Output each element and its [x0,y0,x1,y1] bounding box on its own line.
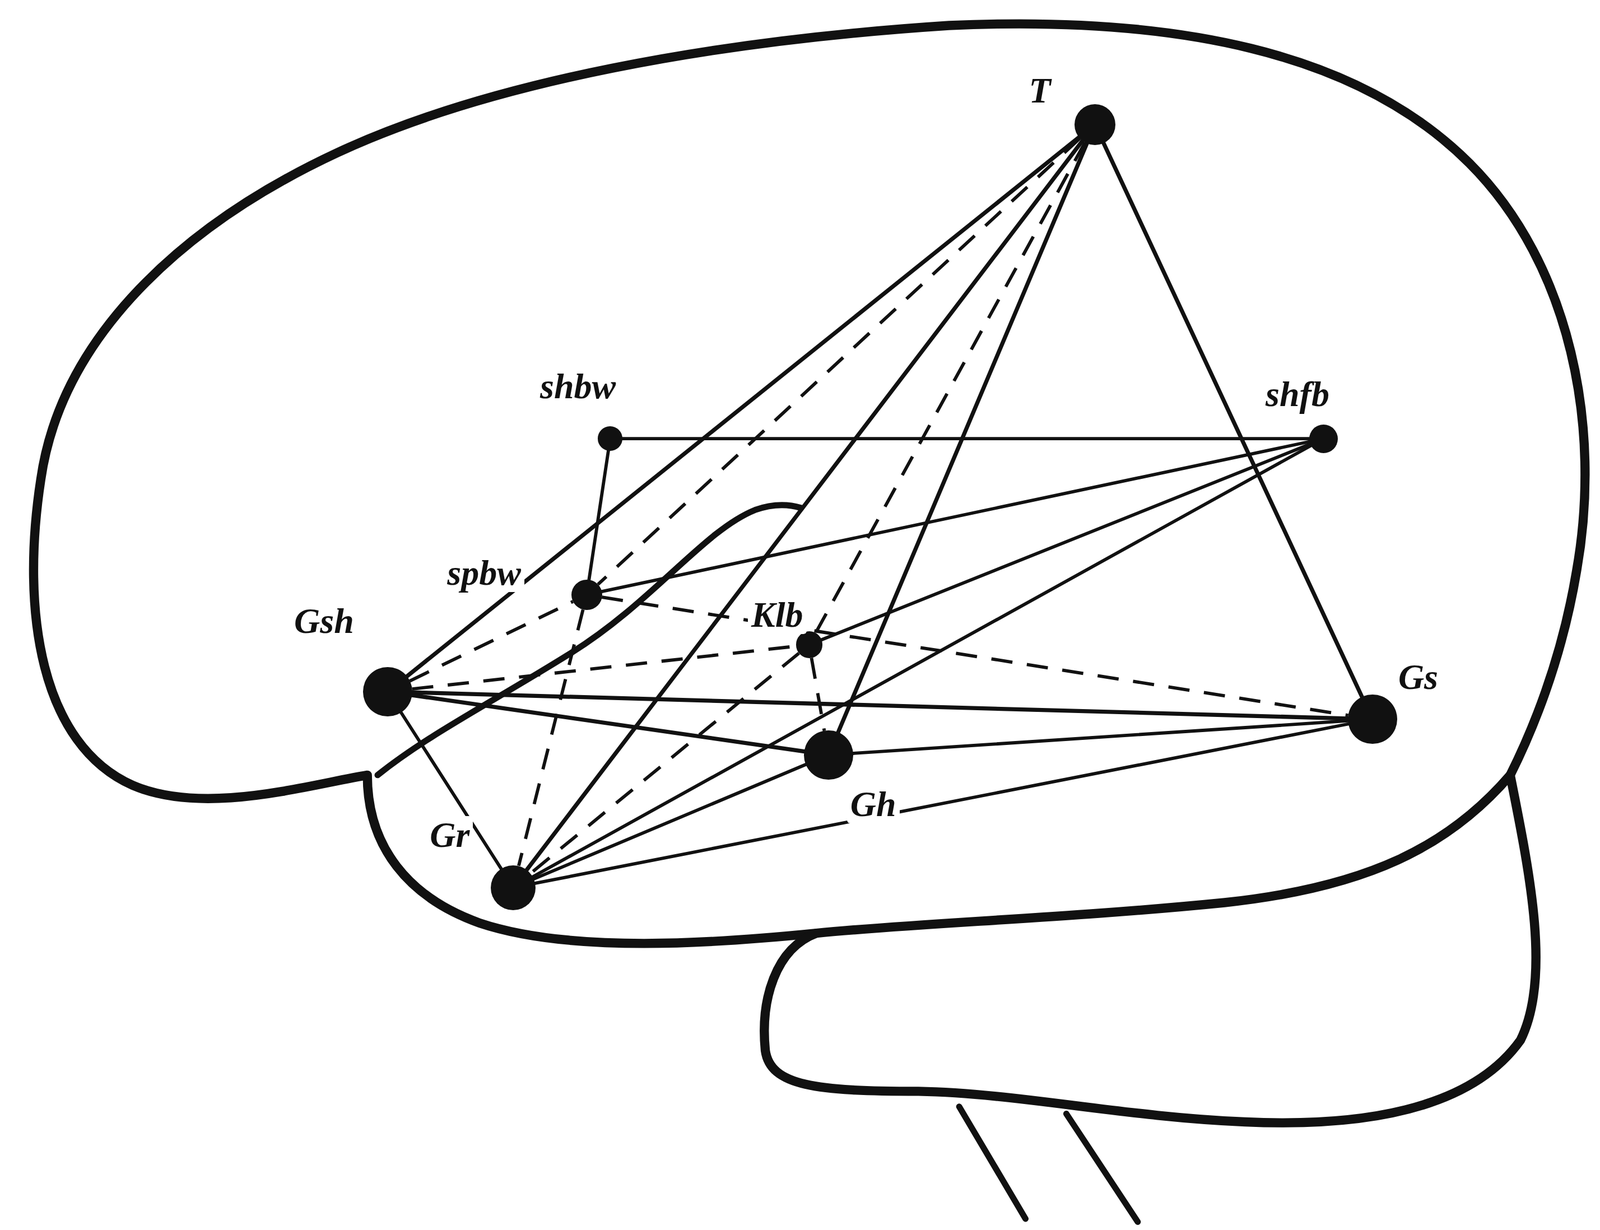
center-label: shbw [536,367,620,406]
center-dot: Gr [490,865,536,911]
center-label: Gr [426,816,473,855]
pathway-line [1103,142,1363,697]
pathway-line [526,140,1083,871]
dashed-pathway [409,601,573,682]
dashed-pathway [530,653,799,874]
center-dot: Gh [803,730,853,780]
center-label: Gh [847,785,900,824]
center-label: Gs [1394,658,1442,697]
sylvian-fissure [377,505,802,776]
pathway-line [533,764,807,879]
pathway-line [853,721,1349,754]
dashed-pathway [815,142,1086,634]
cerebellum-outline [764,775,1536,1124]
center-label: shfb [1262,375,1333,414]
dashed-pathway [412,646,797,690]
brainstem [959,1107,1026,1220]
pathway-line [588,450,609,580]
dashed-pathway [597,138,1080,585]
center-label: spbw [443,554,525,593]
dashed-pathway [518,609,584,866]
center-dot: Gsh [363,667,412,716]
center-label: T [1025,71,1055,110]
center-dot: shfb [1309,424,1338,454]
center-dot: Klb [796,631,823,658]
center-label: Gsh [290,602,358,641]
pathway-line [532,445,1311,878]
center-dot: spbw [571,579,603,611]
center-label: Klb [747,596,807,635]
pathway-line [406,137,1079,677]
brainstem [1066,1113,1138,1222]
cerebrum-outline [33,24,1585,944]
pathway-line [622,436,1310,441]
center-dot: T [1074,104,1116,146]
pathway-line [401,712,502,869]
pathway-line [821,444,1310,641]
pathway-line [411,695,804,752]
center-dot: Gs [1347,694,1397,744]
center-dot: shbw [597,426,623,451]
pathway-line [601,441,1310,592]
